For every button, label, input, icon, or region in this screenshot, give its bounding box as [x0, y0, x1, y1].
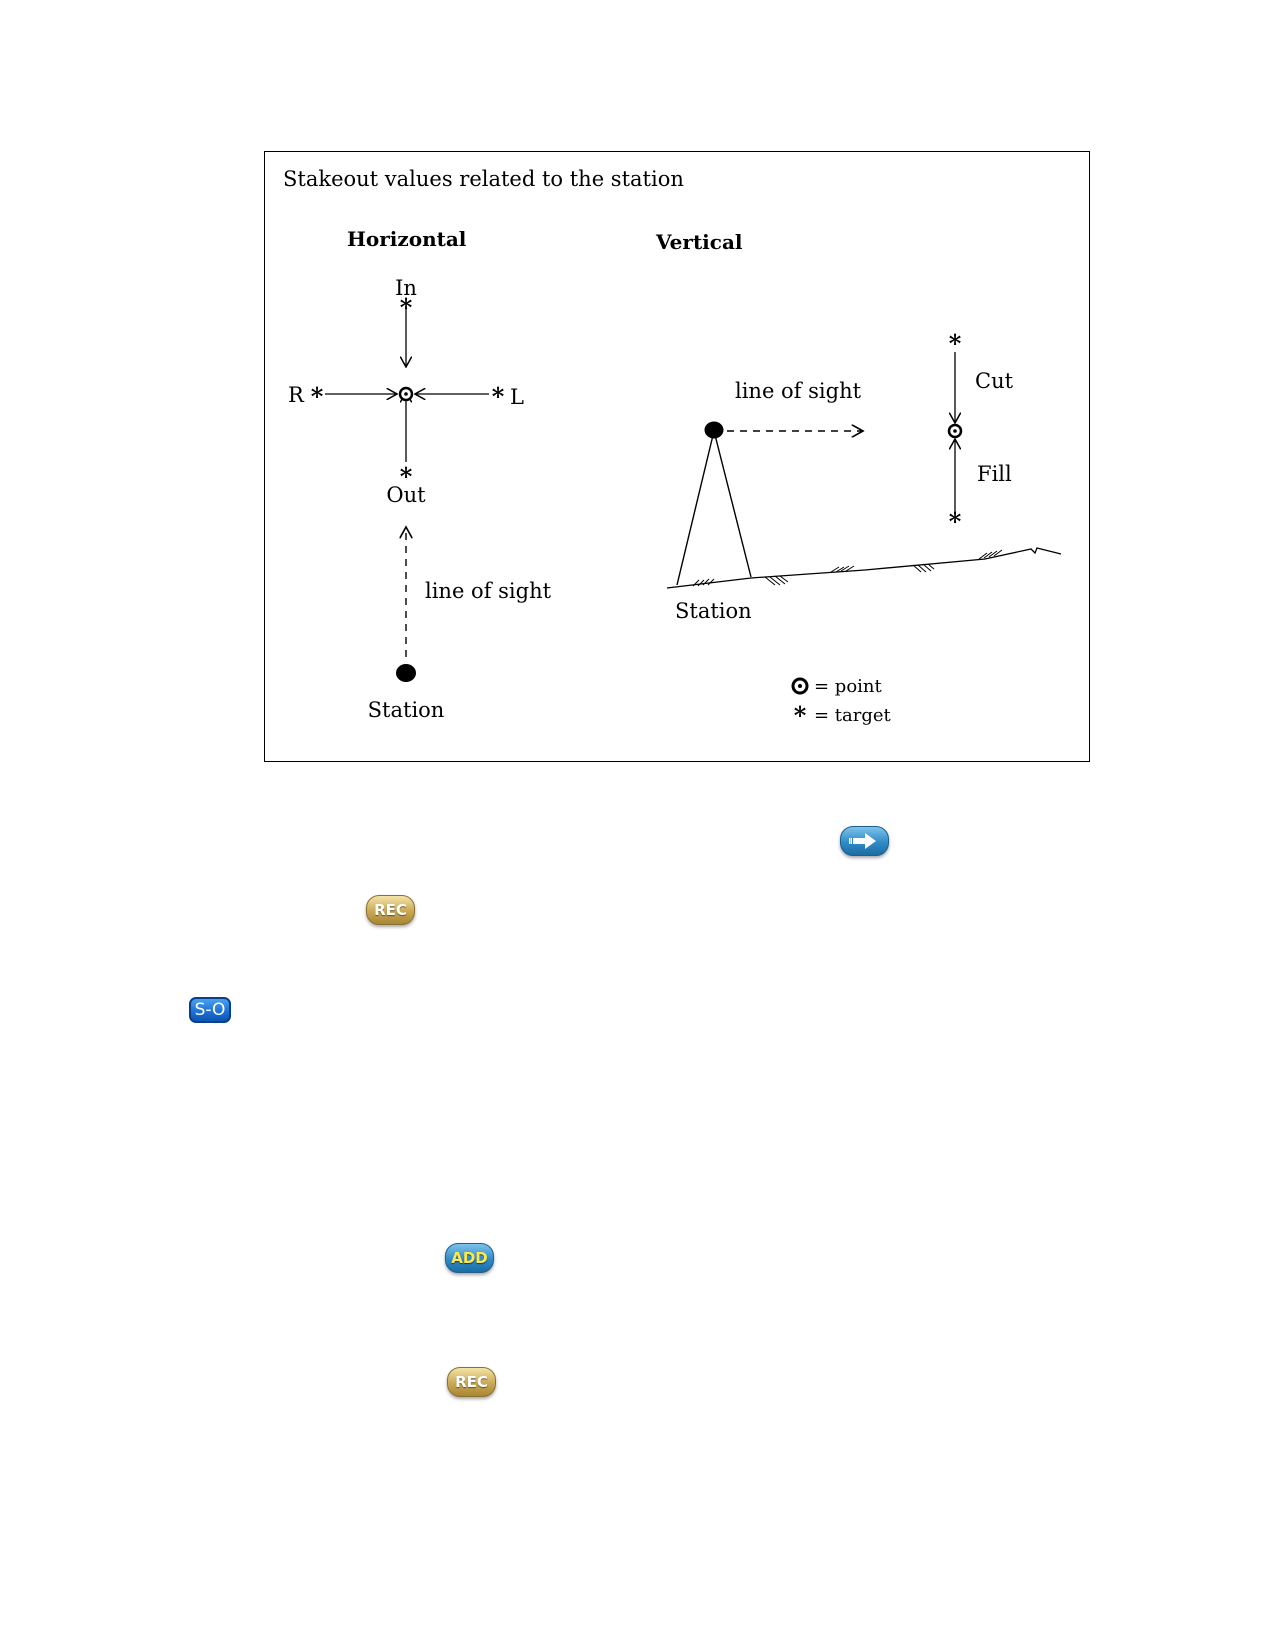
point-symbol-icon — [947, 423, 963, 439]
label-cut: Cut — [975, 369, 1014, 393]
target-star-icon: * — [311, 382, 324, 411]
station-dot-icon — [396, 664, 416, 682]
target-star-icon: * — [400, 462, 413, 491]
horizontal-line-of-sight-label: line of sight — [425, 579, 552, 603]
add-button[interactable]: ADD — [445, 1243, 494, 1273]
rec-button[interactable]: REC — [366, 895, 415, 925]
stakeout-button[interactable]: S-O — [189, 997, 231, 1023]
horizontal-cross-diagram — [325, 307, 489, 462]
tripod-icon — [676, 421, 752, 586]
horizontal-station-label: Station — [368, 698, 445, 722]
legend-point-label: = point — [814, 676, 883, 697]
target-star-icon: * — [400, 293, 413, 322]
legend-target-label: = target — [814, 705, 892, 726]
label-r: R — [288, 383, 305, 407]
target-star-icon: * — [794, 701, 807, 730]
right-arrow-icon — [849, 833, 876, 849]
vertical-station-label: Station — [675, 599, 752, 623]
stakeout-diagram: Stakeout values related to the station H… — [264, 151, 1090, 762]
horizontal-heading: Horizontal — [347, 227, 467, 251]
label-in: In — [395, 276, 417, 300]
rec-button[interactable]: REC — [447, 1367, 496, 1397]
label-fill: Fill — [977, 462, 1012, 486]
target-star-icon: * — [949, 507, 962, 536]
label-l: L — [510, 385, 524, 409]
diagram-title: Stakeout values related to the station — [283, 167, 684, 191]
target-star-icon: * — [492, 382, 505, 411]
ground-line — [666, 547, 1062, 589]
point-symbol-icon — [398, 386, 414, 402]
vertical-line-of-sight-label: line of sight — [735, 379, 862, 403]
point-symbol-icon — [791, 677, 809, 695]
vertical-heading: Vertical — [655, 230, 743, 254]
legend: = point * = target — [791, 676, 892, 730]
next-arrow-button[interactable] — [840, 826, 889, 856]
cut-fill-diagram — [947, 352, 963, 512]
label-out: Out — [386, 483, 426, 507]
target-star-icon: * — [949, 329, 962, 358]
